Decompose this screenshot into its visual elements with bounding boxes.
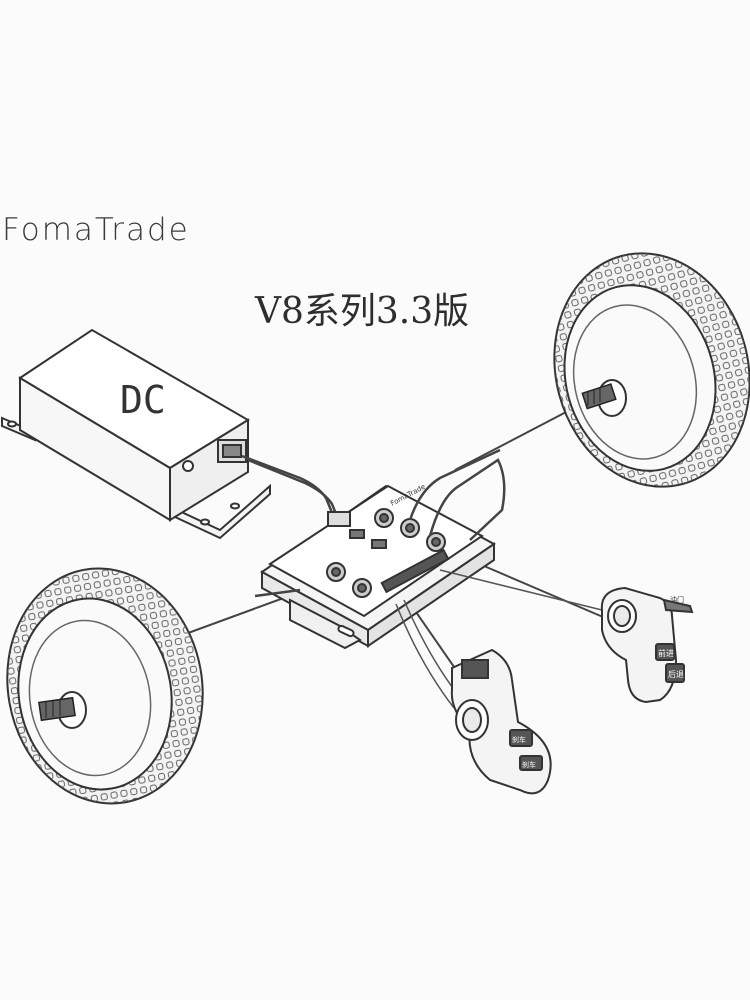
forward-button-label: 前进 — [658, 648, 674, 658]
battery-box — [2, 330, 270, 538]
right-wheel — [529, 231, 750, 509]
series-version-title: V8系列3.3版 — [255, 291, 470, 332]
left-axle-bolt — [39, 698, 75, 721]
brake-pod — [452, 650, 551, 793]
right-axle-bolt — [582, 384, 615, 408]
battery-label: DC — [120, 378, 166, 422]
throttle-label: 油门 — [670, 595, 684, 604]
brake-button-bottom-label: 刹车 — [522, 760, 536, 769]
motor-wires — [255, 450, 504, 596]
throttle-pod — [602, 588, 692, 702]
controller-board — [262, 486, 494, 648]
reverse-button-label: 后退 — [668, 669, 684, 679]
left-wheel — [0, 553, 221, 819]
brand-title: FomaTrade — [2, 212, 190, 248]
power-cable — [242, 456, 340, 524]
brake-button-top-label: 刹车 — [512, 735, 526, 744]
